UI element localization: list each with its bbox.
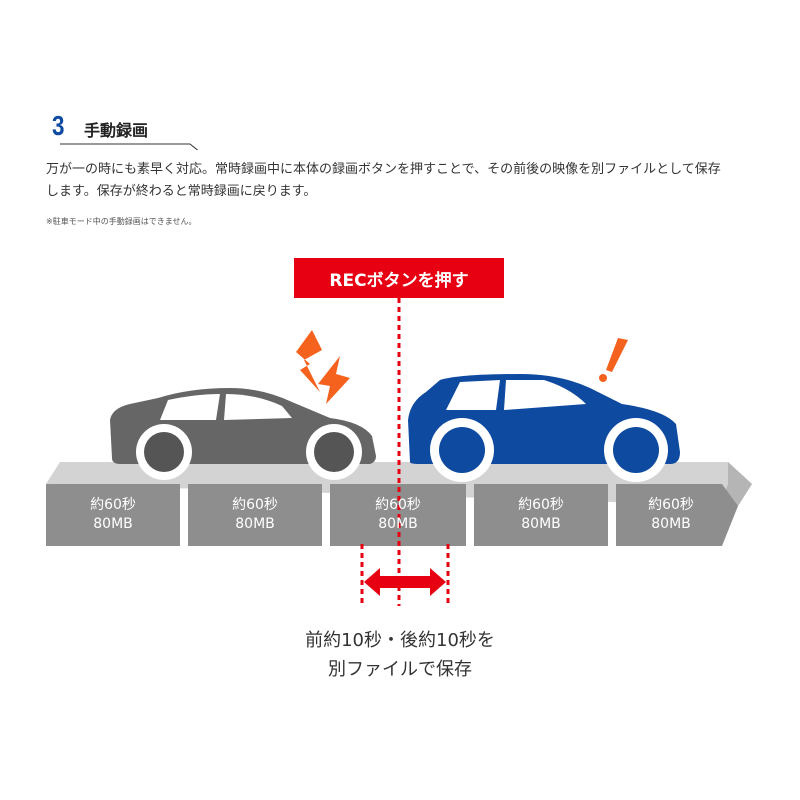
segment-size: 80MB (521, 516, 561, 532)
description-line-2: します。保存が終わると常時録画に戻ります。 (46, 184, 317, 199)
double-arrow-icon (364, 568, 446, 596)
impact-lightning-icon (296, 330, 350, 404)
timeline-segment-2 (188, 484, 322, 546)
description: 万が一の時にも素早く対応。常時録画中に本体の録画ボタンを押すことで、その前後の映… (46, 159, 766, 203)
segment-duration: 約60秒 (232, 497, 278, 513)
caption: 前約10秒・後約10秒を 別ファイルで保存 (250, 626, 550, 684)
heading-underline (60, 143, 199, 150)
timeline-segment-4 (474, 484, 608, 546)
section-heading: 3 手動録画 (52, 110, 212, 150)
timeline-segment-5 (616, 484, 738, 546)
section-title: 手動録画 (84, 121, 149, 140)
segment-size: 80MB (378, 516, 418, 532)
rec-button-box (294, 258, 504, 298)
segment-label-5: 約60秒 80MB (616, 484, 726, 546)
segment-size: 80MB (651, 516, 691, 532)
segment-label-1: 約60秒 80MB (46, 484, 180, 546)
timeline-segment-1 (46, 484, 180, 546)
description-line-1: 万が一の時にも素早く対応。常時録画中に本体の録画ボタンを押すことで、その前後の映… (46, 162, 721, 177)
segment-label-4: 約60秒 80MB (474, 484, 608, 546)
caption-line-2: 別ファイルで保存 (328, 659, 472, 680)
segment-label-2: 約60秒 80MB (188, 484, 322, 546)
gray-sedan (110, 388, 376, 480)
exclamation-icon (599, 338, 628, 382)
caption-line-1: 前約10秒・後約10秒を (305, 630, 495, 651)
segment-size: 80MB (93, 516, 133, 532)
segment-label-3: 約60秒 80MB (330, 484, 466, 546)
rec-button-label: RECボタンを押す (329, 270, 469, 291)
segment-duration: 約60秒 (518, 497, 564, 513)
section-number: 3 (52, 110, 64, 141)
segment-duration: 約60秒 (648, 497, 694, 513)
note-text: ※駐車モード中の手動録画はできません。 (46, 217, 197, 226)
segment-duration: 約60秒 (90, 497, 136, 513)
blue-suv (408, 374, 680, 482)
segment-size: 80MB (235, 516, 275, 532)
segment-duration: 約60秒 (375, 497, 421, 513)
